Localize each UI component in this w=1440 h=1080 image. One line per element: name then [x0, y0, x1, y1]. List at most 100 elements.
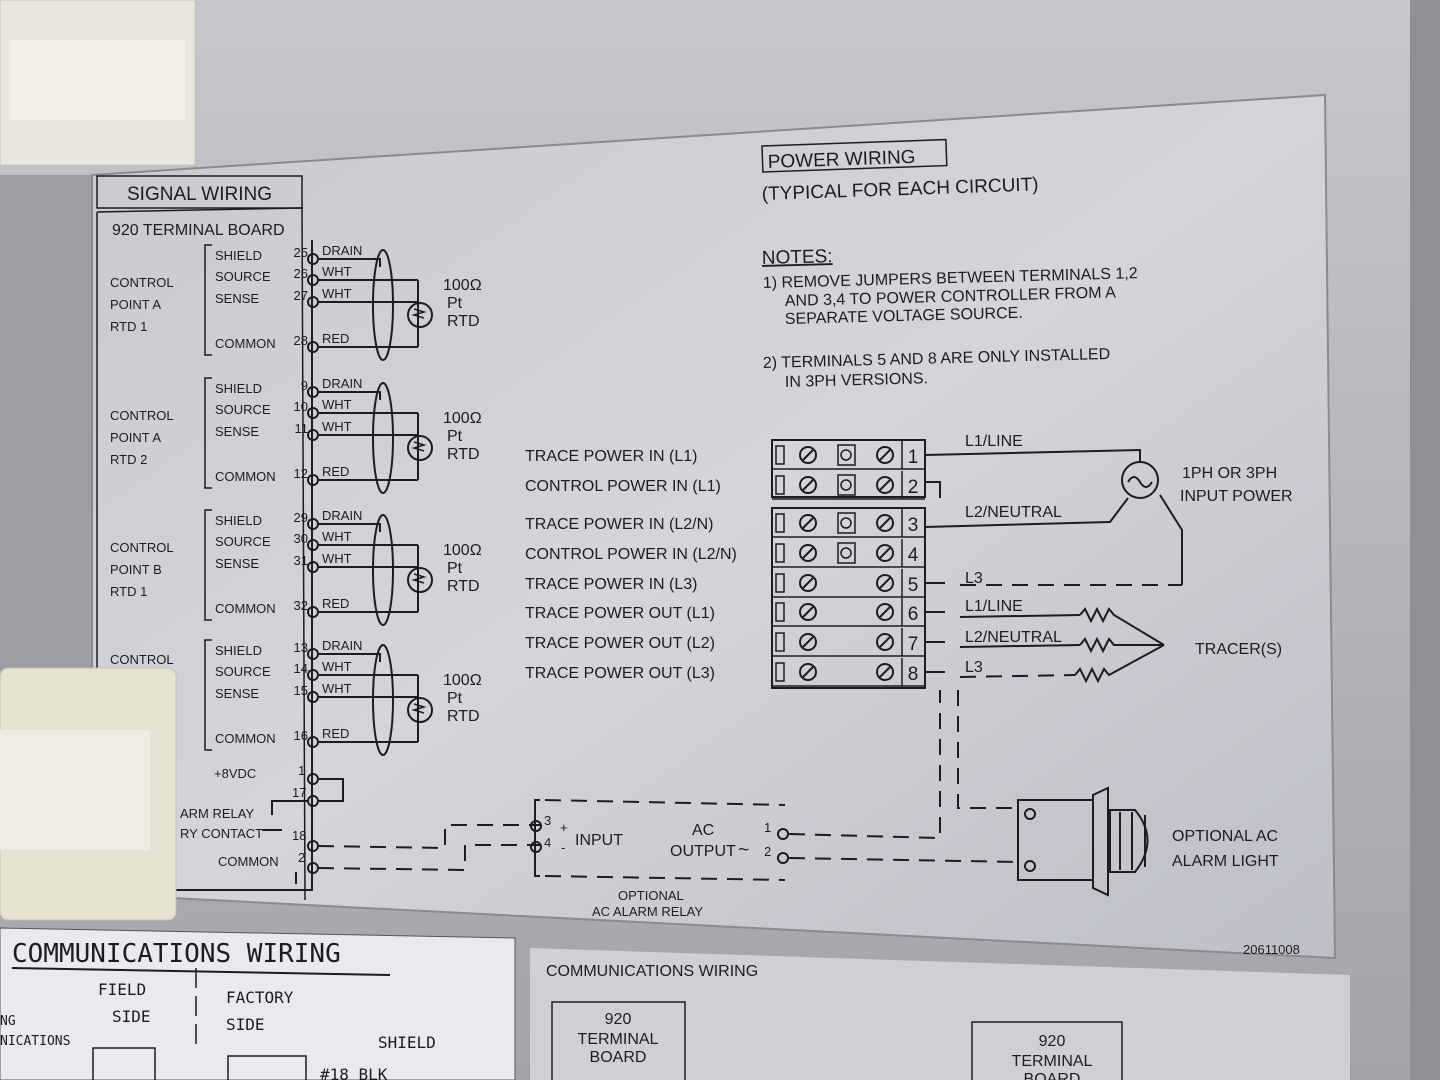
rtd-zigzag-icon [411, 703, 427, 714]
terminal-number: 1 [908, 447, 919, 468]
rtd-type-label: RTD [447, 578, 480, 595]
terminal-board-box [971, 1021, 1123, 1080]
terminal-tab [775, 445, 785, 465]
terminal-number: 11 [295, 421, 309, 436]
terminal-function-label: CONTROL POWER IN (L1) [525, 478, 721, 495]
wire-color-label: RED [322, 331, 349, 346]
screw-terminal-icon [876, 476, 894, 494]
control-point-label: CONTROL [110, 540, 174, 555]
screw-terminal-icon [876, 633, 894, 651]
jumper-icon [837, 474, 856, 496]
board-label: TERMINAL [1012, 1053, 1093, 1070]
terminal-number: 6 [908, 604, 919, 625]
control-point-label: POINT A [110, 297, 161, 312]
shielded-cable-icon [372, 514, 394, 626]
screw-terminal-icon [1024, 808, 1036, 820]
control-point-label: RTD 1 [110, 584, 147, 599]
terminal-name: SOURCE [215, 534, 271, 549]
terminal-number: 25 [294, 245, 308, 260]
minus-sign: - [561, 840, 565, 855]
terminal-number: 28 [294, 333, 308, 348]
wire-color-label: RED [322, 596, 349, 611]
terminal-number: 5 [908, 575, 919, 596]
board-label: 920 [605, 1011, 632, 1028]
terminal-number: 2 [298, 850, 305, 865]
field-side-label: FIELD [98, 980, 146, 999]
screw-terminal-icon [799, 476, 817, 494]
terminal-number: 8 [908, 664, 919, 685]
terminal-number: 13 [294, 640, 308, 655]
wire-color-label: RED [322, 726, 349, 741]
jumper-screw-icon [840, 547, 852, 559]
signal-wiring-title-box [96, 175, 303, 209]
output-l2-label: L2/NEUTRAL [965, 629, 1062, 646]
screw-terminal-icon [1024, 860, 1036, 872]
rtd-zigzag-icon [411, 573, 427, 584]
signal-wire [318, 258, 381, 267]
power-terminal-row: TRACE POWER IN (L1) 1 [525, 441, 925, 470]
terminal-board-box [551, 1001, 686, 1080]
wire-color-label: WHT [322, 286, 352, 301]
screw-terminal-icon [799, 544, 817, 562]
out-l1-wire [959, 614, 1081, 618]
terminal-name: COMMON [215, 336, 276, 351]
terminal-name: SOURCE [215, 269, 271, 284]
wire-color-label: WHT [322, 264, 352, 279]
control-point-label: RTD 2 [110, 452, 147, 467]
power-terminal-row: CONTROL POWER IN (L1)2 [525, 471, 925, 500]
wire-color-label: WHT [322, 529, 352, 544]
wire-color-label: WHT [322, 659, 352, 674]
terminal-function-label: TRACE POWER OUT (L3) [525, 665, 715, 682]
optional-ac-alarm-relay: 3 4 + - INPUT AC OUTPUT ~ 1 2 OPTIONAL A… [530, 690, 1021, 919]
relay-output-wire-2 [788, 857, 1021, 863]
terminal-number: 3 [908, 515, 919, 536]
notes-heading: NOTES: [762, 246, 833, 269]
alarm-relay-label: ARM RELAY [180, 806, 254, 821]
relay-input-wire-plus [317, 824, 540, 850]
screw-slot [802, 666, 814, 678]
terminal-tab [775, 602, 785, 622]
tracers-label: TRACER(S) [1195, 641, 1282, 658]
terminal-number: 17 [292, 785, 306, 800]
vdc-label: +8VDC [214, 766, 256, 781]
screw-terminal-icon [530, 841, 542, 853]
screw-slot [879, 547, 891, 559]
terminal-name: SHIELD [215, 248, 262, 263]
sine-icon [1127, 476, 1153, 488]
terminal-number: 1 [298, 763, 305, 778]
comms-side-text-2: NICATIONS [0, 1034, 70, 1049]
rtd-type-label: RTD [447, 313, 480, 330]
jumper-icon [837, 512, 856, 534]
plus-sign: + [560, 820, 568, 835]
terminal-name: SHIELD [215, 643, 262, 658]
control-point-label: CONTROL [110, 275, 174, 290]
terminal-function-label: CONTROL POWER IN (L2/N) [525, 546, 737, 563]
power-wiring-title-box [761, 138, 948, 173]
rtd-type-label: 100Ω [443, 672, 482, 689]
relay-output-wire-1 [788, 690, 941, 840]
terminal-number: 30 [294, 531, 308, 546]
terminal-function-label: TRACE POWER IN (L3) [525, 576, 697, 593]
title-underline [11, 967, 391, 976]
rtd-type-label: 100Ω [443, 410, 482, 427]
control-point-label: RTD 1 [110, 319, 147, 334]
terminal-number: 32 [294, 598, 308, 613]
note-1-line-3: SEPARATE VOLTAGE SOURCE. [785, 305, 1023, 328]
screw-terminal-icon [876, 663, 894, 681]
screw-terminal-icon [777, 852, 789, 864]
factory-side-label: FACTORY [226, 988, 294, 1007]
terminal-number: 9 [301, 378, 308, 393]
rtd-type-label: RTD [447, 708, 480, 725]
screw-terminal-icon [876, 603, 894, 621]
line-l3-wire [1159, 494, 1183, 585]
terminal-name: SHIELD [215, 381, 262, 396]
terminal-function-label: TRACE POWER IN (L1) [525, 448, 697, 465]
signal-wiring-section: SIGNAL WIRING 920 TERMINAL BOARD CONTROL… [96, 175, 540, 901]
part-number: 20611008 [1243, 942, 1300, 957]
note-2-line-2: IN 3PH VERSIONS. [785, 370, 929, 391]
terminal-number: 15 [294, 683, 308, 698]
wire-color-label: WHT [322, 681, 352, 696]
screw-terminal-icon [777, 828, 789, 840]
screw-slot [802, 517, 814, 529]
terminal-name: SHIELD [215, 513, 262, 528]
